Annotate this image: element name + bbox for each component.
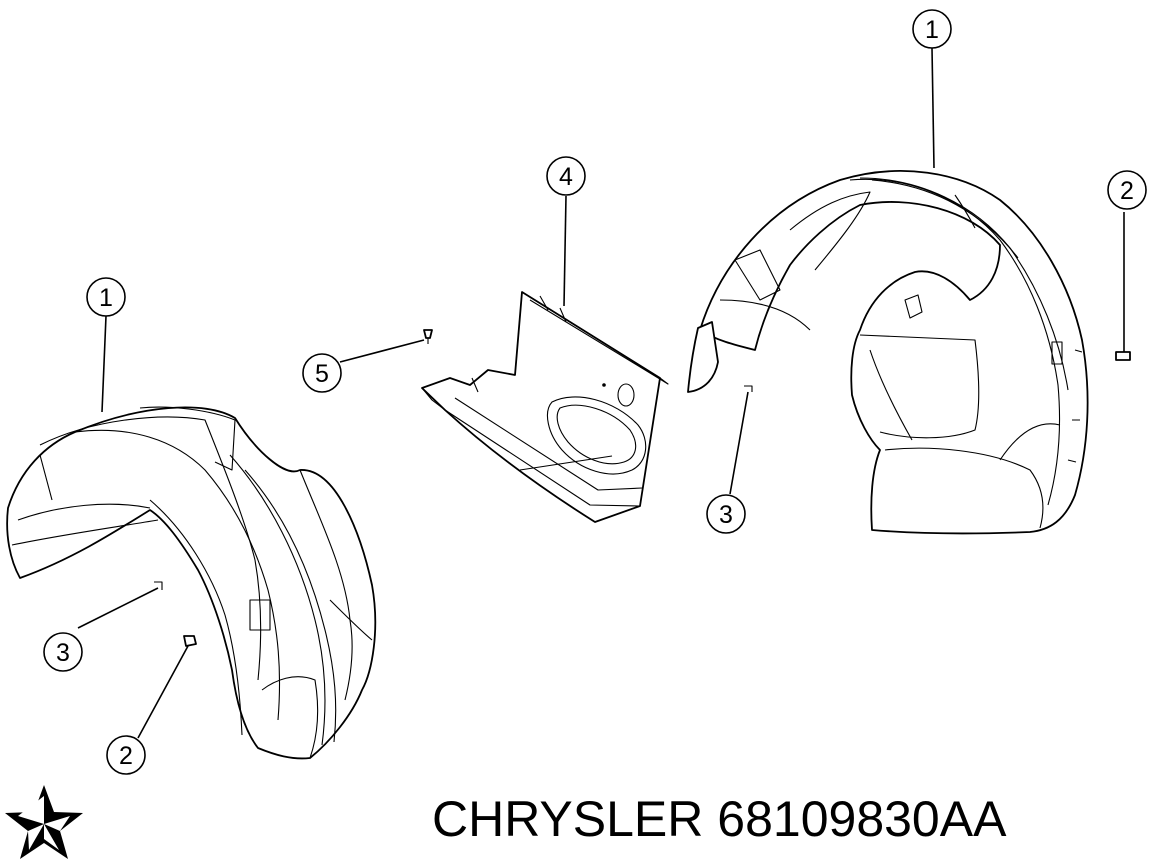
callout-label: 1: [925, 16, 939, 44]
screw-fastener-left-2: [183, 635, 197, 647]
callout-1-left: 1: [86, 277, 126, 317]
push-pin-fastener-5: [423, 329, 433, 344]
leader-line-2-left: [137, 645, 189, 739]
callout-label: 2: [1120, 177, 1134, 205]
callout-label: 2: [119, 742, 133, 770]
callout-label: 5: [315, 360, 329, 388]
right-fender-liner: [687, 170, 1089, 535]
callout-label: 4: [559, 163, 573, 191]
callout-3-right: 3: [706, 494, 746, 534]
callout-label: 1: [99, 284, 113, 312]
callout-1-right: 1: [912, 9, 952, 49]
leader-line-1-left: [101, 315, 107, 413]
callout-2-right: 2: [1107, 170, 1147, 210]
chrysler-pentastar-logo: [5, 785, 83, 859]
callout-4: 4: [546, 156, 586, 196]
part-number-label: CHRYSLER 68109830AA: [432, 791, 1007, 847]
clip-fastener-right-3: [744, 385, 753, 392]
screw-fastener-right-2: [1115, 351, 1131, 361]
center-splash-shield: [421, 291, 669, 523]
callout-5: 5: [302, 353, 342, 393]
leader-line-4: [563, 195, 567, 307]
left-fender-liner: [6, 406, 377, 760]
leader-line-5: [339, 339, 425, 363]
leader-line-3-left: [77, 587, 159, 629]
clip-fastener-left-3: [154, 581, 163, 590]
leader-line-1-right: [931, 47, 935, 169]
callout-label: 3: [56, 639, 70, 667]
callout-label: 3: [719, 501, 733, 529]
callout-3-left: 3: [43, 632, 83, 672]
leader-line-3-right: [729, 391, 749, 495]
leader-lines: [77, 47, 1125, 739]
callout-2-left: 2: [106, 735, 146, 775]
